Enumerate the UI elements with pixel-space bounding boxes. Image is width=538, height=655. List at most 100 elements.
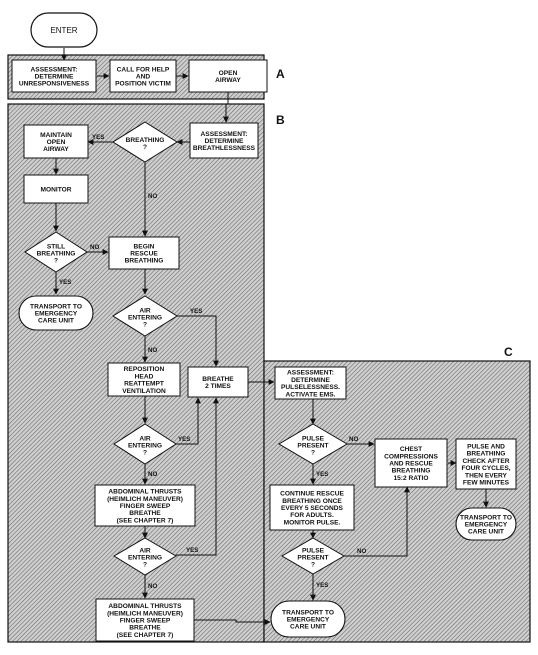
node-text-line: 2 TIMES — [205, 383, 231, 390]
node-text-line: FINGER SWEEP — [120, 618, 171, 625]
node-text-line: EMERGENCY — [465, 522, 508, 529]
node-text-line: PRESENT — [297, 443, 328, 450]
node-text-line: CONTINUE RESCUE — [280, 491, 344, 498]
node-text-line: DETERMINE — [205, 138, 244, 145]
node-text-line: AND — [136, 74, 151, 81]
node-text-line: PULSE AND — [467, 444, 505, 451]
node-text-line: HEAD — [135, 373, 154, 380]
node-text-line: ENTERING — [128, 555, 162, 562]
node-text-line: AIRWAY — [215, 77, 241, 84]
node-text-line: ? — [143, 562, 147, 569]
node-text-line: EMERGENCY — [35, 311, 78, 318]
edge-label-no: NO — [349, 436, 358, 443]
node-text-line: AIR — [139, 435, 151, 442]
node-text-line: ? — [143, 322, 147, 329]
node-text-line: PRESENT — [297, 555, 328, 562]
node-text-line: OPEN — [219, 70, 238, 77]
edge-label-yes: YES — [186, 547, 198, 554]
node-text-line: (SEE CHAPTER 7) — [117, 632, 174, 639]
edge-label-no: NO — [357, 548, 366, 555]
node-text-line: ENTERING — [128, 443, 162, 450]
node-text-line: BREATHE — [129, 625, 161, 632]
node-breathing-decision: BREATHING? — [112, 121, 178, 163]
node-text-line: MAINTAIN — [40, 132, 72, 139]
node-text-line: AIRWAY — [43, 146, 69, 153]
node-text-line: REATTEMPT — [124, 381, 164, 388]
node-text-line: ? — [143, 450, 147, 457]
edge-label-yes: YES — [59, 279, 71, 286]
node-text-line: ENTERING — [128, 315, 162, 322]
node-abdominal-thrusts-2: ABDOMINAL THRUSTS(HEIMLICH MANEUVER)FING… — [95, 598, 195, 642]
node-text-line: ASSESSMENT: — [287, 370, 334, 377]
node-text-line: DETERMINE — [35, 74, 74, 81]
node-text-line: ABDOMINAL THRUSTS — [108, 603, 182, 610]
node-text-line: ? — [54, 258, 58, 265]
node-text-line: ASSESSMENT: — [31, 66, 78, 73]
edge-label-yes: YES — [316, 471, 328, 478]
node-text-line: UNRESPONSIVENESS — [19, 81, 90, 88]
node-text-line: EMERGENCY — [287, 617, 330, 624]
node-text-line: BREATHING ONCE — [282, 498, 342, 505]
edge-labels: YES NO NO YES YES NO YES NO YES NO NO YE… — [59, 134, 366, 590]
node-text-line: RESCUE — [130, 251, 158, 258]
node-text-line: ACTIVATE EMS. — [286, 391, 336, 398]
edge-label-yes: YES — [190, 308, 202, 315]
node-text-line: 15:2 RATIO — [393, 475, 428, 482]
node-text: BREATHING? — [126, 137, 165, 151]
node-text-line: CARE UNIT — [468, 529, 504, 536]
edges — [53, 48, 489, 625]
node-text-line: ? — [311, 562, 315, 569]
node-text-line: EVERY 5 SECONDS — [281, 505, 344, 512]
node-text-line: MONITOR PULSE. — [284, 519, 341, 526]
node-text-line: FEW MINUTES — [463, 480, 510, 487]
node-text-line: ? — [311, 450, 315, 457]
node-text-line: FINGER SWEEP — [120, 503, 171, 510]
node-text-line: (SEE CHAPTER 7) — [117, 517, 174, 524]
node-text-line: VENTILATION — [122, 388, 166, 395]
node-text-line: BREATHING — [467, 451, 506, 458]
node-text-line: (HEIMLICH MANEUVER) — [107, 496, 183, 503]
node-text-line: ENTER — [50, 26, 77, 35]
node-text-line: OPEN — [47, 139, 66, 146]
edge-label-no: NO — [148, 471, 157, 478]
edge-label-yes: YES — [178, 436, 190, 443]
section-c-label: C — [504, 345, 513, 359]
node-text-line: DETERMINE — [291, 377, 330, 384]
node-text-line: AND RESCUE — [389, 461, 433, 468]
node-text-line: CARE UNIT — [290, 624, 326, 631]
edge-label-no: NO — [148, 347, 157, 354]
node-text-line: TRANSPORT TO — [30, 303, 82, 310]
node-monitor: MONITOR — [23, 174, 89, 204]
node-text-line: BREATHING — [392, 468, 431, 475]
node-text-line: TRANSPORT TO — [460, 514, 512, 521]
